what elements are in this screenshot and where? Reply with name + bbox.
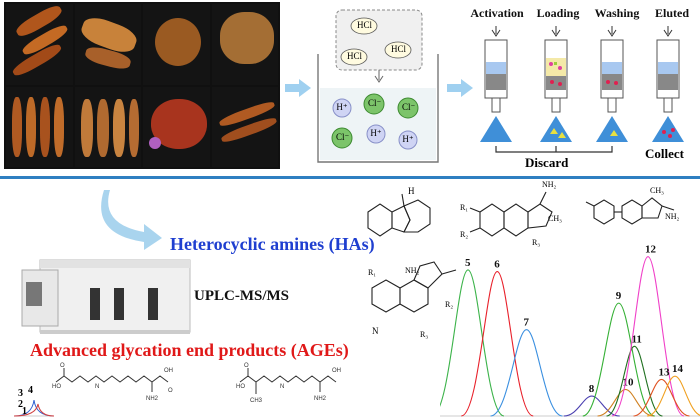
peak-label-10: 10 [623, 376, 635, 388]
ion-h-2: H⁺ [370, 128, 382, 138]
photo-peking-duck [143, 86, 210, 167]
cartridge-eluted [652, 26, 684, 142]
photo-roast-duck [211, 4, 278, 85]
svg-text:OH: OH [332, 368, 341, 374]
step-activation: Activation [470, 6, 524, 20]
svg-text:OH: OH [164, 368, 173, 374]
peak-8 [563, 395, 620, 417]
spe-cartridges-diagram [480, 26, 684, 153]
peak-label-5: 5 [465, 257, 471, 269]
ages-structures: HO O N NH2 OH O HO O N CH3 NH2 OH [52, 363, 341, 404]
cartridge-washing [596, 26, 628, 142]
arrow-right-icon-2 [447, 79, 473, 97]
ion-cl-2: Cl⁻ [402, 102, 416, 112]
svg-text:O: O [244, 363, 249, 369]
struct-r2: R₂ [460, 230, 469, 239]
has-title: Heterocyclic amines (HAs) [170, 234, 375, 254]
cartridge-activation [480, 26, 512, 142]
ion-h-3: H⁺ [402, 134, 414, 144]
peak-11 [606, 345, 663, 417]
peak-9 [582, 302, 655, 417]
photo-roast-chicken [143, 4, 210, 85]
svg-text:NH2: NH2 [146, 396, 159, 402]
struct-r-b: R₂ [445, 300, 454, 309]
ion-cl-3: Cl⁻ [336, 132, 350, 142]
struct-nh: H [408, 186, 415, 196]
svg-text:N: N [95, 384, 99, 390]
peak-label-4: 4 [28, 385, 33, 396]
peak-label-7: 7 [524, 317, 530, 329]
cartridge-loading [540, 26, 572, 142]
uplc-ms-instrument [21, 259, 191, 334]
photo-skewers-5 [211, 86, 278, 167]
photo-skewers-4 [74, 86, 141, 167]
collect-label: Collect [645, 146, 684, 161]
peak-12 [611, 256, 685, 417]
svg-text:CH3: CH3 [250, 398, 263, 404]
svg-text:O: O [168, 388, 173, 394]
section-divider [0, 176, 700, 179]
arrow-right-icon [285, 79, 311, 97]
grilled-meat-photo-grid [4, 2, 280, 169]
hcl-label-3: HCl [347, 51, 363, 61]
discard-bracket [495, 146, 613, 153]
struct-ch3-1: CH₃ [548, 214, 562, 223]
hcl-label-2: HCl [391, 44, 407, 54]
svg-text:NH2: NH2 [314, 396, 327, 402]
peak-label-12: 12 [645, 244, 657, 256]
peak-label-6: 6 [494, 259, 500, 271]
svg-text:HO: HO [52, 384, 61, 390]
peak-label-2: 2 [18, 399, 23, 410]
struct-nh2-2: NH₂ [665, 212, 680, 221]
peak-14 [646, 375, 700, 417]
peak-label-1: 1 [22, 406, 27, 417]
svg-text:O: O [60, 363, 65, 369]
struct-r1: R₁ [460, 203, 469, 212]
extraction-beaker-diagram [317, 9, 439, 163]
struct-nh2-3: NH₂ [405, 266, 420, 275]
hcl-label-1: HCl [357, 20, 373, 30]
discard-label: Discard [525, 155, 569, 170]
peak-label-13: 13 [659, 366, 671, 378]
struct-nh2-1: NH₂ [542, 180, 557, 189]
instrument-label: UPLC-MS/MS [194, 288, 289, 304]
ion-h-1: H⁺ [336, 102, 348, 112]
peak-label-8: 8 [589, 383, 595, 395]
struct-r-a: R₁ [368, 268, 377, 277]
photo-skewers-1 [6, 4, 73, 85]
peak-label-3: 3 [18, 388, 23, 399]
step-loading: Loading [536, 6, 580, 20]
peak-label-11: 11 [632, 333, 642, 345]
photo-skewers-2 [74, 4, 141, 85]
struct-ch3-2: CH₃ [650, 186, 664, 195]
step-eluted: Eluted [654, 6, 689, 20]
step-washing: Washing [594, 6, 640, 20]
struct-r3: R₃ [532, 238, 541, 247]
peak-6 [461, 271, 534, 417]
struct-r-c: R₃ [420, 330, 429, 339]
peak-7 [490, 329, 563, 417]
chromatogram-small [14, 399, 54, 417]
peak-label-9: 9 [616, 290, 622, 302]
svg-text:N: N [280, 384, 284, 390]
peak-5 [440, 269, 505, 417]
peak-label-14: 14 [672, 363, 684, 375]
ion-cl-1: Cl⁻ [368, 98, 382, 108]
ages-title: Advanced glycation end products (AGEs) [30, 340, 349, 360]
struct-n: N [372, 326, 379, 336]
peak-13 [633, 378, 690, 417]
has-structures [367, 191, 675, 313]
photo-skewers-3 [6, 86, 73, 167]
svg-text:HO: HO [236, 384, 245, 390]
curved-arrow-icon [101, 190, 162, 250]
